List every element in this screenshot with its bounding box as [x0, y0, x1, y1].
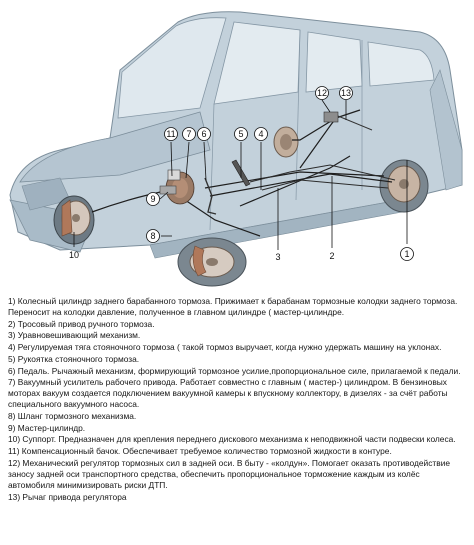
callout-1: 1 [400, 247, 414, 261]
callout-7: 7 [182, 127, 196, 141]
legend-item-2: 2) Тросовый привод ручного тормоза. [8, 318, 155, 329]
svg-text:1: 1 [404, 249, 409, 259]
callout-13: 13 [339, 86, 353, 100]
brake-pedal [204, 177, 217, 215]
legend-item-13: 13) Рычаг привода регулятора [8, 491, 127, 502]
front-left-wheel [53, 195, 95, 245]
legend-item-4: 4) Регулируемая тяга стояночного тормоза… [8, 342, 442, 353]
master-cylinder [159, 185, 177, 195]
legend-item-9: 9) Мастер-цилиндр. [8, 422, 86, 433]
callout-9: 9 [146, 192, 160, 206]
legend-item-10: 10) Суппорт. Предназначен для крепления … [8, 434, 456, 445]
callout-12: 12 [315, 86, 329, 100]
rear-left-drum [273, 126, 299, 158]
legend-item-8: 8) Шланг тормозного механизма. [8, 411, 137, 422]
callout-leaders [73, 99, 408, 250]
compensation-tank [167, 169, 181, 181]
callout-10: 10 [69, 250, 79, 260]
legend-item-11: 11) Компенсационный бачок. Обеспечивает … [8, 446, 392, 457]
callout-8: 8 [146, 229, 160, 243]
legend-item-1: 1) Колесный цилиндр заднего барабанного … [8, 296, 458, 318]
legend-item-7: 7) Вакуумный усилитель рабочего привода.… [8, 377, 448, 410]
svg-text:2: 2 [329, 251, 334, 261]
callout-4: 4 [254, 127, 268, 141]
legend-item-12: 12) Механический регулятор тормозных сил… [8, 457, 451, 491]
brake-system-diagram: 1 2 3 4 5 6 7 8 9 10 11 12 13 [9, 11, 463, 287]
svg-text:13: 13 [341, 88, 351, 98]
svg-text:6: 6 [201, 129, 206, 139]
svg-text:9: 9 [150, 194, 155, 204]
callout-5: 5 [234, 127, 248, 141]
svg-text:5: 5 [238, 129, 243, 139]
svg-text:12: 12 [317, 88, 327, 98]
svg-text:4: 4 [258, 129, 263, 139]
callout-11: 11 [164, 127, 178, 141]
svg-text:8: 8 [150, 231, 155, 241]
brake-force-regulator [323, 111, 373, 131]
handbrake-cable [249, 164, 396, 191]
parts-legend: 1) Колесный цилиндр заднего барабанного … [8, 296, 468, 503]
callout-3: 3 [275, 252, 280, 262]
front-right-wheel [177, 237, 247, 287]
svg-text:11: 11 [166, 129, 175, 139]
legend-item-6: 6) Педаль. Рычажный механизм, формирующи… [8, 365, 461, 376]
callout-2: 2 [329, 251, 334, 261]
svg-text:3: 3 [275, 252, 280, 262]
legend-item-3: 3) Уравновешивающий механизм. [8, 330, 141, 341]
legend-item-5: 5) Рукоятка стояночного тормоза. [8, 353, 140, 364]
svg-text:10: 10 [69, 250, 79, 260]
rear-right-wheel [379, 159, 429, 213]
callout-6: 6 [197, 127, 211, 141]
svg-text:7: 7 [186, 129, 191, 139]
